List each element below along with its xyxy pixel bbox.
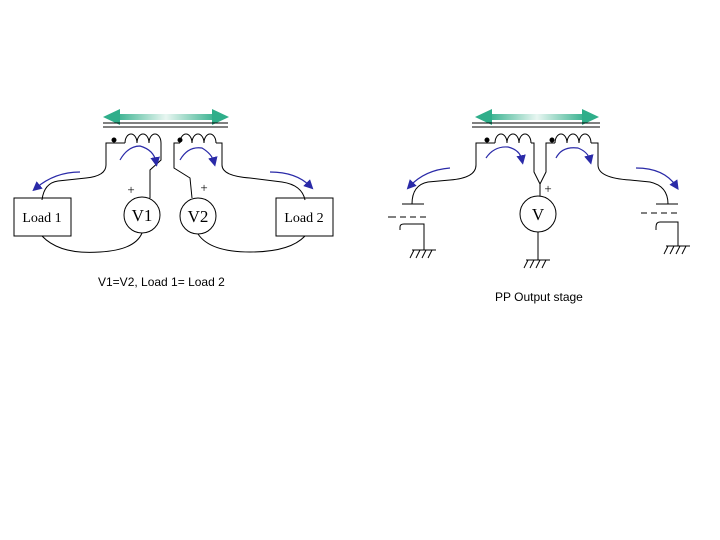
current-arrows-right	[406, 146, 679, 190]
load-1-label: Load 1	[22, 211, 61, 226]
winding-right-1	[494, 133, 532, 144]
polarity-dot-left-2	[177, 137, 183, 143]
right-circuit	[388, 109, 690, 269]
load-2-label: Load 2	[284, 211, 323, 226]
right-caption: PP Output stage	[495, 290, 583, 304]
current-arrows-left	[32, 145, 314, 192]
left-caption: V1=V2, Load 1= Load 2	[98, 275, 225, 289]
winding-left-2	[179, 133, 217, 144]
winding-left-1	[124, 133, 162, 144]
source-v-label: V	[532, 205, 545, 224]
polarity-dot-right-2	[549, 137, 555, 143]
plus-sign-v: +	[544, 181, 551, 196]
winding-right-2	[554, 133, 592, 144]
plus-sign-v1: +	[127, 182, 134, 197]
flux-arrow-left	[103, 109, 229, 125]
ground-symbol-center	[523, 259, 550, 269]
left-circuit	[13, 109, 334, 253]
source-v1-label: V1	[132, 206, 153, 225]
source-v2-label: V2	[188, 207, 209, 226]
tube-symbol-right	[641, 203, 690, 255]
polarity-dot-right-1	[484, 137, 490, 143]
plus-sign-v2: +	[200, 180, 207, 195]
polarity-dot-left-1	[111, 137, 117, 143]
tube-symbol-left	[388, 203, 436, 259]
flux-arrow-right	[475, 109, 599, 125]
